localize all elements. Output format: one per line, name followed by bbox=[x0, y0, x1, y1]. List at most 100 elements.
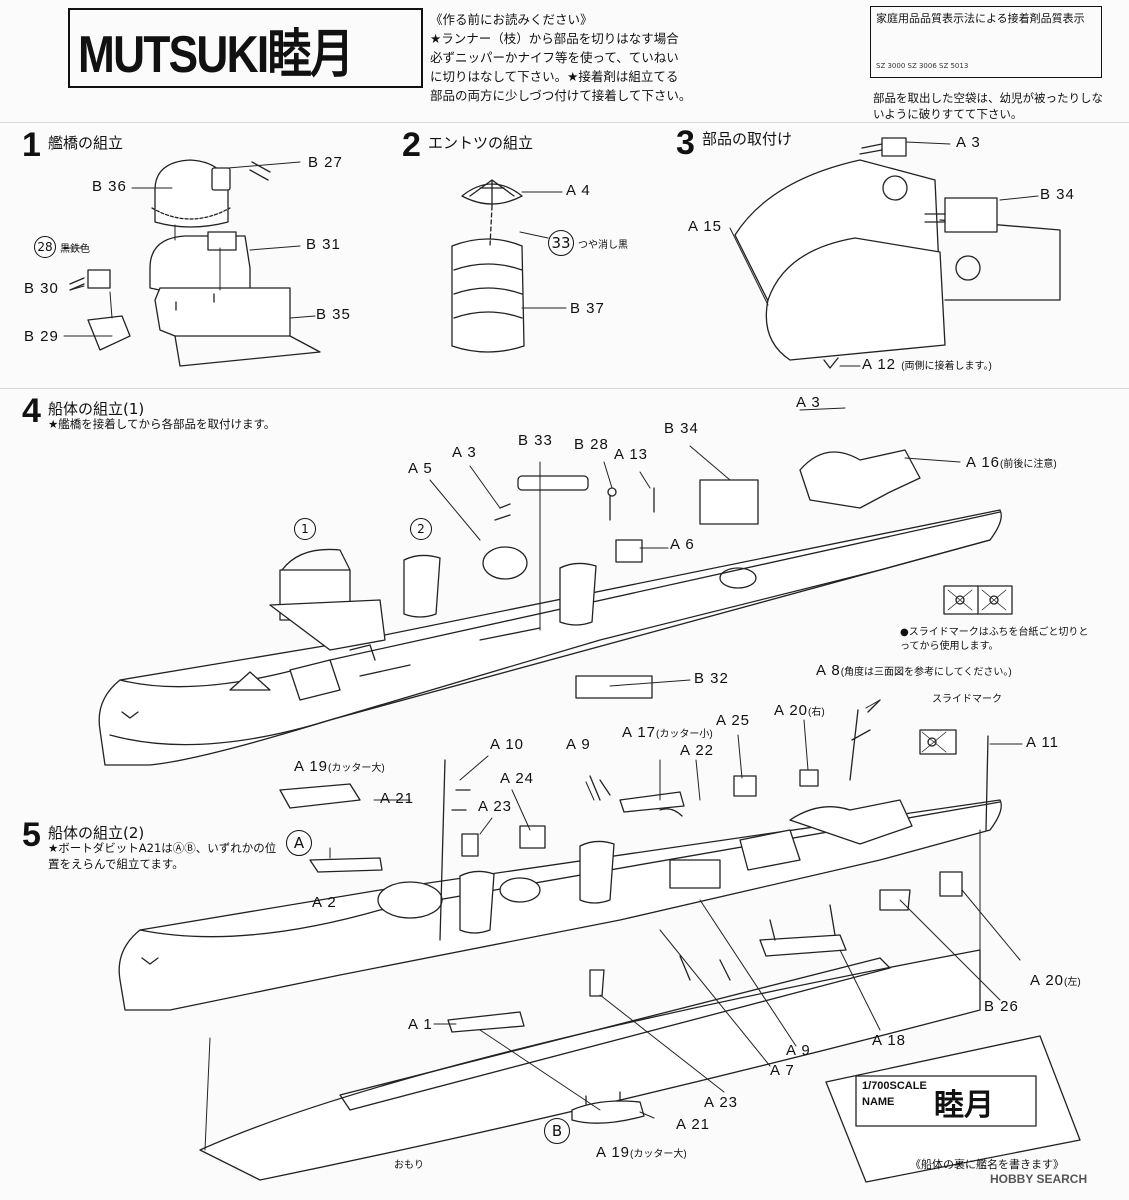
label-a19: A 19(カッター大) bbox=[596, 1144, 687, 1161]
label-a9: A 9 bbox=[786, 1042, 811, 1059]
label-a10: A 10 bbox=[490, 736, 525, 753]
label-a20-note: (左) bbox=[1064, 977, 1081, 988]
label-a21: A 21 bbox=[380, 790, 415, 807]
label-a17: A 17(カッター小) bbox=[622, 724, 713, 741]
step-2-title: エントツの組立 bbox=[428, 134, 534, 152]
label-a12-part: A 12 bbox=[862, 356, 897, 373]
label-a17-note: (カッター小) bbox=[656, 729, 713, 740]
hull-lower bbox=[118, 699, 1002, 1033]
label-a9: A 9 bbox=[566, 736, 591, 753]
step-4-note: ★艦橋を接着してから各部品を取付けます。 bbox=[48, 417, 276, 431]
label-a8-note: (角度は三面図を参考にしてください。) bbox=[840, 667, 1012, 678]
label-b26: B 26 bbox=[984, 998, 1019, 1015]
nameplate-drawing bbox=[825, 1035, 1081, 1183]
label-a8-part: A 8 bbox=[816, 662, 841, 679]
label-b31: B 31 bbox=[306, 236, 341, 253]
step-3-title: 部品の取付け bbox=[702, 130, 793, 148]
position-a-marker: A bbox=[286, 830, 312, 856]
label-a21: A 21 bbox=[676, 1116, 711, 1133]
label-a20-note: (右) bbox=[808, 707, 825, 718]
step-2-number: 2 bbox=[402, 126, 421, 164]
adhesive-codes: SZ 3000 SZ 3006 SZ 5013 bbox=[876, 62, 969, 70]
label-a19-note: (カッター大) bbox=[328, 763, 385, 774]
bag-warning: 部品を取出した空袋は、幼児が被ったりしないように破りすてて下さい。 bbox=[873, 91, 1103, 121]
label-a8: A 8(角度は三面図を参考にしてください。) bbox=[816, 662, 1012, 679]
label-a16-note: (前後に注意) bbox=[1000, 459, 1057, 470]
step-1-title: 艦橋の組立 bbox=[48, 134, 124, 152]
adhesive-label-box bbox=[870, 6, 1102, 78]
label-b33: B 33 bbox=[518, 432, 553, 449]
label-a20-part: A 20 bbox=[1030, 972, 1065, 989]
label-a16-part: A 16 bbox=[966, 454, 1001, 471]
label-a25: A 25 bbox=[716, 712, 751, 729]
label-a23: A 23 bbox=[704, 1094, 739, 1111]
label-b29: B 29 bbox=[24, 328, 59, 345]
label-b27: B 27 bbox=[308, 154, 343, 171]
paint-number-28: 28 bbox=[34, 236, 56, 258]
label-a19-part: A 19 bbox=[294, 758, 329, 775]
paint-name-33: つや消し黒 bbox=[578, 240, 628, 251]
adhesive-label-title: 家庭用品品質表示法による接着剤品質表示 bbox=[876, 12, 1085, 25]
note-line: ★ランナー（枝）から部品を切りはなす場合 bbox=[430, 31, 679, 46]
label-b30: B 30 bbox=[24, 280, 59, 297]
label-b28: B 28 bbox=[574, 436, 609, 453]
label-a24: A 24 bbox=[500, 770, 535, 787]
label-a2: A 2 bbox=[312, 894, 337, 911]
label-a4: A 4 bbox=[566, 182, 591, 199]
note-line: に切りはなして下さい。★接着剤は組立てる bbox=[430, 69, 679, 84]
bridge-assembly bbox=[69, 159, 321, 367]
label-a13: A 13 bbox=[614, 446, 649, 463]
label-a3: A 3 bbox=[956, 134, 981, 151]
label-a7: A 7 bbox=[770, 1062, 795, 1079]
label-a17-part: A 17 bbox=[622, 724, 657, 741]
divider bbox=[0, 122, 1129, 123]
label-a15: A 15 bbox=[688, 218, 723, 235]
label-a3: A 3 bbox=[796, 394, 821, 411]
step-5-note: ★ボートダビットA21はⒶⒷ、いずれかの位置をえらんで組立てます。 bbox=[48, 841, 277, 871]
label-a19-note: (カッター大) bbox=[630, 1149, 687, 1160]
position-b-marker: B bbox=[544, 1118, 570, 1144]
ref-step-1: 1 bbox=[294, 518, 316, 540]
page-title: MUTSUKI睦月 bbox=[78, 26, 354, 84]
step-1-number: 1 bbox=[22, 126, 41, 164]
note-line: 必ずニッパーかナイフ等を使って、ていねい bbox=[430, 50, 679, 65]
step-4-title: 船体の組立(1) bbox=[48, 400, 145, 418]
note-line: 《作る前にお読みください》 bbox=[430, 12, 593, 27]
label-a3: A 3 bbox=[452, 444, 477, 461]
step-5-title: 船体の組立(2) bbox=[48, 824, 145, 842]
assembly-notes: 《作る前にお読みください》 ★ランナー（枝）から部品を切りはなす場合 必ずニッパ… bbox=[430, 10, 760, 105]
label-a12: A 12 (両側に接着します。) bbox=[862, 356, 992, 373]
slide-mark-flags bbox=[919, 585, 1013, 755]
label-a23: A 23 bbox=[478, 798, 513, 815]
nameplate-ship-name: 睦月 bbox=[934, 1088, 994, 1123]
slide-mark-label: スライドマーク bbox=[932, 694, 1002, 705]
paint-number-33: 33 bbox=[548, 230, 574, 256]
funnel-assembly bbox=[451, 179, 525, 353]
hull-upper bbox=[98, 449, 1002, 766]
label-a20-part: A 20 bbox=[774, 702, 809, 719]
label-b32: B 32 bbox=[694, 670, 729, 687]
label-b37: B 37 bbox=[570, 300, 605, 317]
slide-mark-note: ●スライドマークはふちを台紙ごと切りとってから使用します。 bbox=[900, 627, 1089, 652]
label-a22: A 22 bbox=[680, 742, 715, 759]
step-4-number: 4 bbox=[22, 392, 41, 430]
step-5-number: 5 bbox=[22, 816, 41, 854]
label-b35: B 35 bbox=[316, 306, 351, 323]
nameplate-caption: 《船体の裏に艦名を書きます》 bbox=[910, 1158, 1064, 1171]
label-a16: A 16(前後に注意) bbox=[966, 454, 1057, 471]
ref-step-2: 2 bbox=[410, 518, 432, 540]
label-a20-right: A 20(右) bbox=[774, 702, 825, 719]
label-a12-note: (両側に接着します。) bbox=[901, 361, 992, 372]
note-line: 部品の両方に少しづつ付けて接着して下さい。 bbox=[430, 88, 692, 103]
label-b36: B 36 bbox=[92, 178, 127, 195]
label-a18: A 18 bbox=[872, 1032, 907, 1049]
paint-name-28: 黒鉄色 bbox=[60, 244, 90, 255]
label-b34: B 34 bbox=[664, 420, 699, 437]
bow-assembly bbox=[734, 137, 1061, 369]
label-a11: A 11 bbox=[1026, 734, 1059, 751]
label-a19-part: A 19 bbox=[596, 1144, 631, 1161]
label-a5: A 5 bbox=[408, 460, 433, 477]
nameplate-scale: 1/700SCALE bbox=[862, 1080, 927, 1092]
label-a20-left: A 20(左) bbox=[1030, 972, 1081, 989]
